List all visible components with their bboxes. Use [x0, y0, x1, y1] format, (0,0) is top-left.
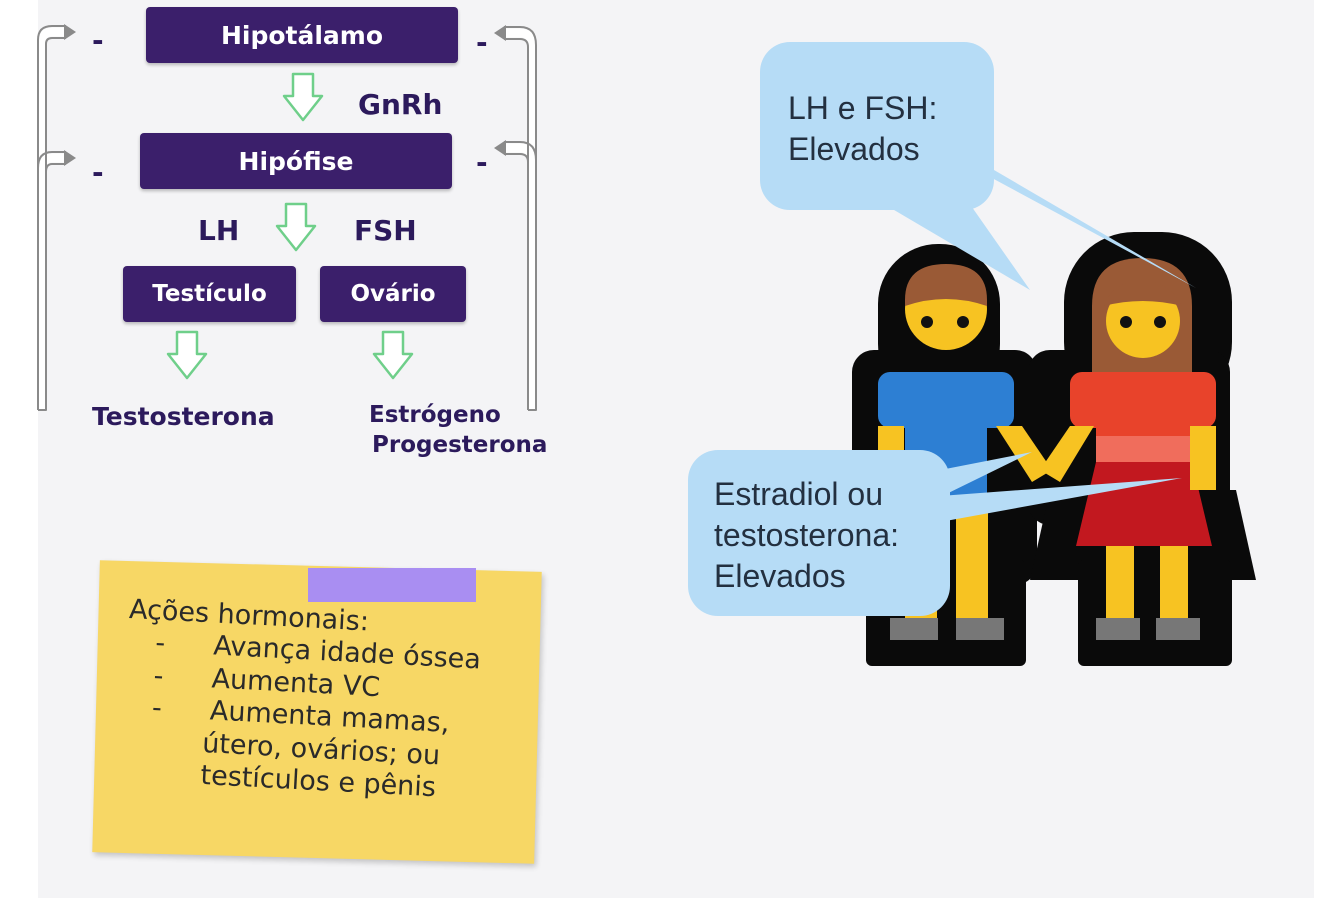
- bubble-tail: [940, 478, 1182, 522]
- pituitary-label: Hipófise: [238, 146, 354, 176]
- testosterone-label: Testosterona: [92, 402, 275, 431]
- testis-box: Testículo: [123, 266, 296, 322]
- bottom-speech-bubble: [688, 450, 950, 616]
- feedback-minus-sign: -: [476, 146, 488, 179]
- bubble-line: LH e FSH:: [788, 90, 938, 126]
- bubble-tail: [930, 452, 1032, 502]
- testis-label: Testículo: [152, 281, 267, 307]
- lh-label: LH: [198, 214, 240, 247]
- ovary-box: Ovário: [320, 266, 466, 322]
- down-arrow-icon: [275, 202, 317, 252]
- ovary-label: Ovário: [350, 281, 436, 307]
- bubble-tail: [940, 150, 1196, 288]
- estrogen-label: Estrógeno: [369, 402, 501, 428]
- feedback-minus-sign: -: [92, 156, 104, 189]
- top-speech-bubble: [760, 42, 994, 210]
- bubble-line: Elevados: [714, 558, 846, 594]
- hypothalamus-box: Hipotálamo: [146, 7, 458, 63]
- down-arrow-icon: [166, 330, 208, 380]
- girl-figure: [1040, 258, 1216, 640]
- bubble-line: Estradiol ou: [714, 476, 883, 512]
- bottom-bubble-text: Estradiol ou testosterona: Elevados: [714, 474, 899, 597]
- fsh-label: FSH: [354, 214, 417, 247]
- progesterone-label: Progesterona: [372, 432, 548, 458]
- pituitary-box: Hipófise: [140, 133, 452, 189]
- top-bubble-text: LH e FSH: Elevados: [788, 88, 937, 170]
- bubble-line: Elevados: [788, 131, 920, 167]
- feedback-minus-sign: -: [92, 24, 104, 57]
- hypothalamus-label: Hipotálamo: [220, 20, 384, 50]
- note-tape: [308, 568, 476, 602]
- feedback-minus-sign: -: [476, 26, 488, 59]
- gnrh-label: GnRh: [358, 88, 443, 121]
- couple-illustration: [852, 232, 1256, 666]
- down-arrow-icon: [282, 72, 324, 122]
- bubble-line: testosterona:: [714, 517, 899, 553]
- down-arrow-icon: [372, 330, 414, 380]
- bubble-tail: [860, 190, 1030, 290]
